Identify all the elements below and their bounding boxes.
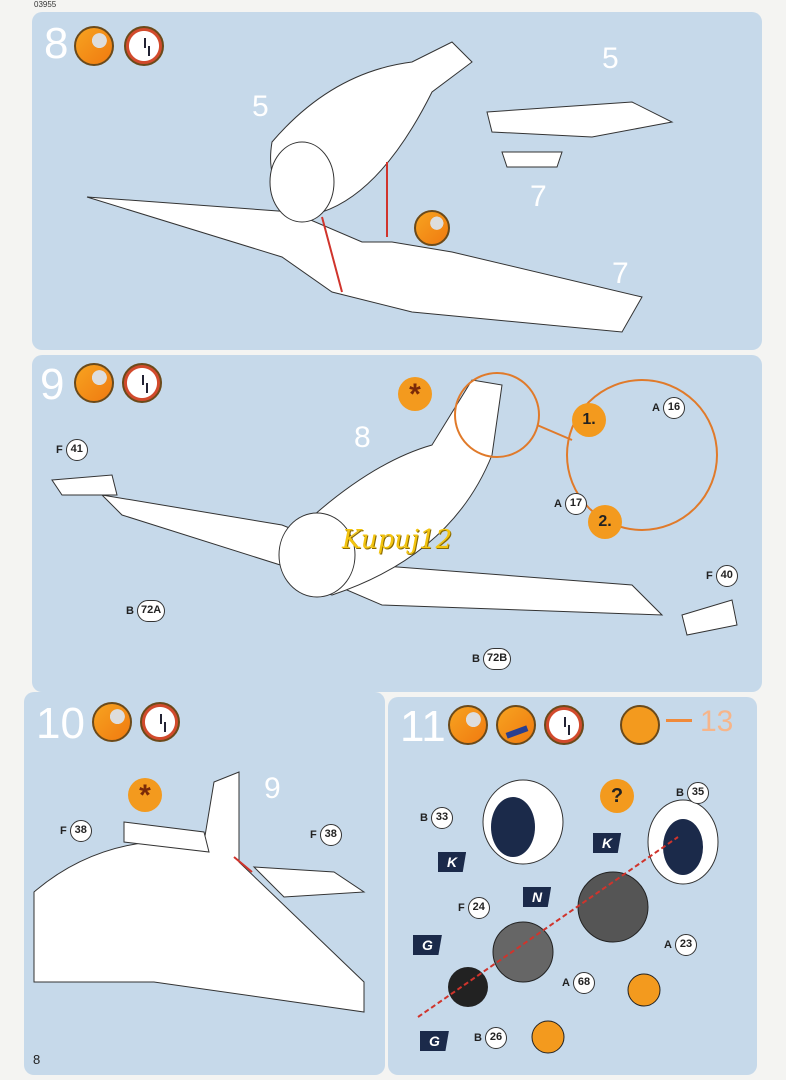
part-label-7: 7 <box>612 257 629 290</box>
step-10-drawing <box>33 771 366 1013</box>
step-number: 11 <box>400 702 446 751</box>
arrow-icon <box>666 719 692 722</box>
glue-icon <box>92 702 132 742</box>
asterisk-icon: * <box>128 778 162 812</box>
glue-icon <box>74 363 114 403</box>
tape-icon <box>414 210 450 246</box>
paint-code-g: G <box>413 935 442 955</box>
clock-icon <box>122 363 162 403</box>
sub-step-2: 2. <box>588 505 622 539</box>
step-8-panel: 8 5 5 7 7 <box>32 12 762 350</box>
question-icon: ? <box>600 779 634 813</box>
watermark: Kupuj12 <box>342 525 453 555</box>
part-label-8: 8 <box>354 421 371 454</box>
step-number: 8 <box>44 19 69 68</box>
glue-icon <box>74 26 114 66</box>
part-label-5: 5 <box>252 90 269 123</box>
step-9-drawing <box>51 372 738 636</box>
step-11-drawing <box>417 779 719 1054</box>
inspect-box-icon <box>620 705 660 745</box>
clock-icon <box>124 26 164 66</box>
clock-icon <box>544 705 584 745</box>
step-8-drawing <box>86 41 674 333</box>
kit-code: 03955 <box>34 0 57 9</box>
part-label-7: 7 <box>530 180 547 213</box>
paint-code-k: K <box>593 833 622 853</box>
step-number: 10 <box>36 699 85 748</box>
asterisk-icon: * <box>398 377 432 411</box>
paint-code-g: G <box>420 1031 449 1051</box>
clock-icon <box>140 702 180 742</box>
step-number: 9 <box>40 360 65 409</box>
page-number: 8 <box>33 1052 41 1067</box>
part-label-5: 5 <box>602 42 619 75</box>
goto-step: 13 <box>700 705 734 738</box>
glue-icon <box>448 705 488 745</box>
part-label-9: 9 <box>264 772 281 805</box>
paint-brush-icon <box>496 705 536 745</box>
paint-code-k: K <box>438 852 467 872</box>
paint-code-n: N <box>523 887 552 907</box>
sub-step-1: 1. <box>572 403 606 437</box>
